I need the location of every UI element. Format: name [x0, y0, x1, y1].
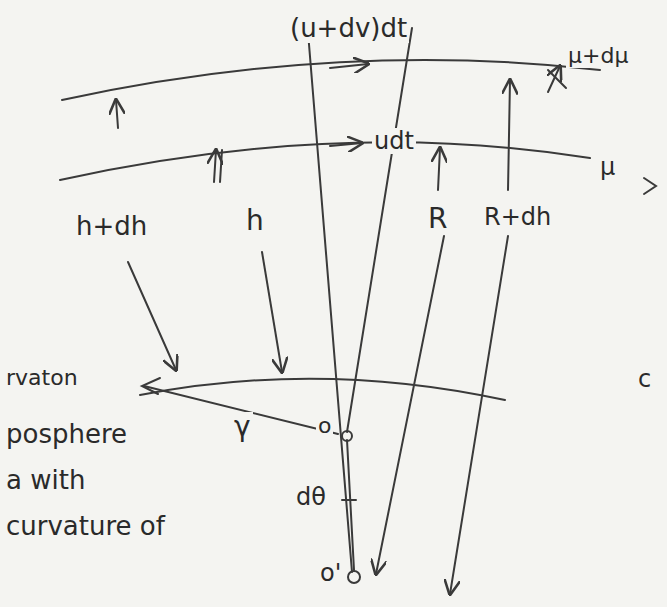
note-text: curvature of — [4, 512, 167, 541]
radius-arrow — [376, 236, 444, 574]
angle-label: γ — [232, 412, 253, 443]
radius-label: R — [426, 204, 449, 235]
height-label: h+dh — [74, 212, 149, 241]
height-label: h — [244, 206, 266, 237]
lower-layer-arc — [60, 142, 590, 180]
gradient-arrow — [548, 70, 566, 88]
radius-arrow — [508, 80, 510, 190]
height-arrow — [128, 262, 176, 370]
centre-point — [342, 431, 352, 441]
velocity-arrow — [330, 143, 362, 146]
radius-label: R+dh — [482, 204, 553, 230]
mark — [644, 178, 656, 194]
height-arrow — [214, 150, 216, 182]
height-arrow — [262, 252, 282, 372]
radius-arrow — [438, 148, 440, 190]
angle-label: dθ — [294, 484, 328, 510]
velocity-arrow — [330, 64, 368, 68]
radial-line — [347, 440, 354, 570]
centre-point — [348, 571, 360, 583]
note-text: rvaton — [4, 366, 80, 390]
note-text: posphere — [4, 420, 129, 449]
upper-layer-arc — [62, 60, 600, 100]
flow-label: udt — [372, 128, 416, 154]
coefficient-label: μ+dμ — [566, 44, 630, 68]
leader-arrowhead — [142, 378, 160, 394]
radius-arrow — [450, 236, 508, 594]
point-label: o — [316, 414, 333, 438]
radial-line — [347, 28, 412, 432]
coefficient-label: μ — [598, 154, 617, 180]
height-arrow — [220, 150, 222, 182]
earth-surface-arc — [140, 379, 505, 400]
angle-tick — [342, 499, 356, 501]
note-text: c — [636, 366, 653, 392]
height-arrow — [116, 100, 118, 128]
flow-label: (u+dv)dt — [288, 14, 409, 43]
note-text: a with — [4, 466, 87, 495]
point-label: o' — [318, 560, 343, 586]
